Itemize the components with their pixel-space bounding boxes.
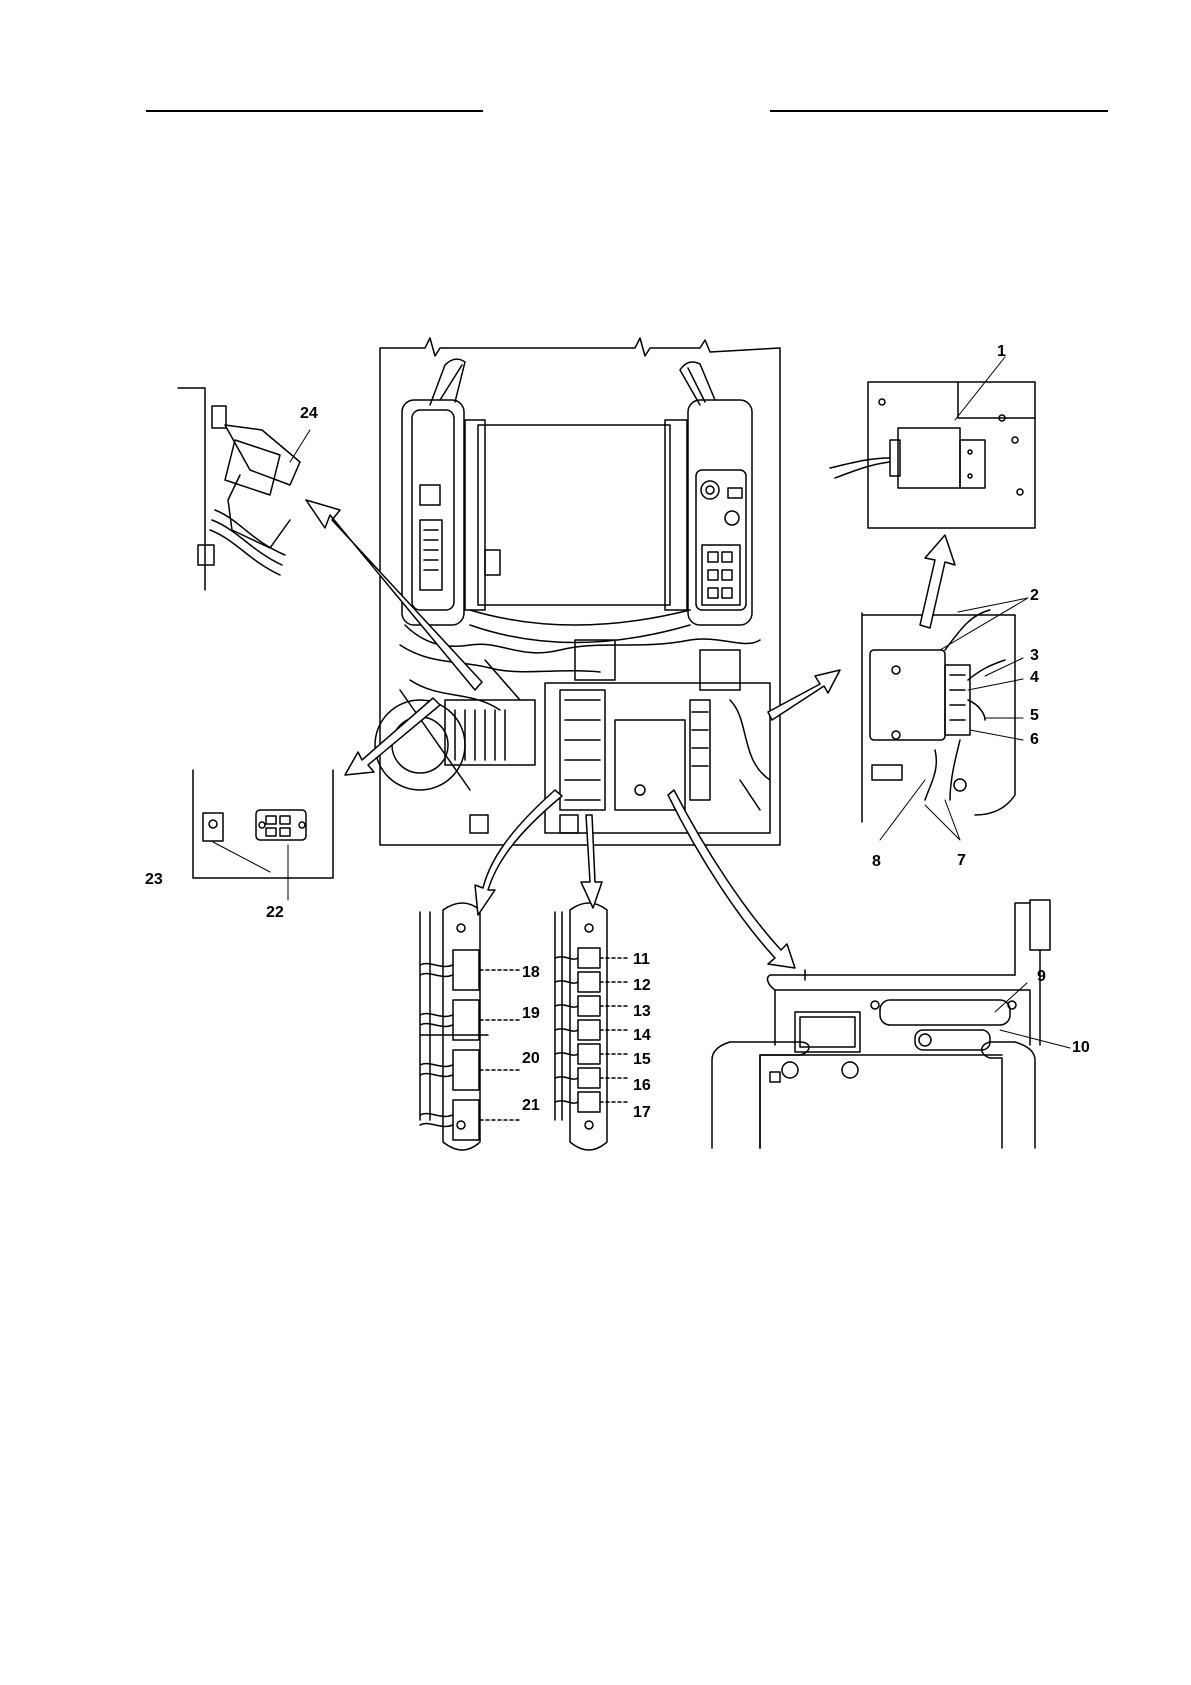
arrow-to-relay bbox=[920, 535, 955, 628]
callout-22: 22 bbox=[266, 904, 284, 921]
callout-20: 20 bbox=[522, 1050, 540, 1067]
callout-4: 4 bbox=[1030, 669, 1039, 686]
seat-frame bbox=[470, 425, 690, 643]
arrow-to-left-bank bbox=[475, 790, 562, 915]
callout-8: 8 bbox=[872, 853, 881, 870]
connector-bracket-detail bbox=[178, 388, 300, 590]
callout-19: 19 bbox=[522, 1005, 540, 1022]
callout-10: 10 bbox=[1072, 1039, 1090, 1056]
callout-16: 16 bbox=[633, 1077, 651, 1094]
controller-box-detail bbox=[862, 610, 1015, 822]
callout-6: 6 bbox=[1030, 731, 1039, 748]
callout-2: 2 bbox=[1030, 587, 1039, 604]
leader-lines bbox=[213, 357, 1070, 1048]
callout-3: 3 bbox=[1030, 647, 1039, 664]
callout-11: 11 bbox=[633, 951, 650, 968]
left-connector-bank-detail bbox=[420, 903, 520, 1150]
callout-18: 18 bbox=[522, 964, 540, 981]
callout-12: 12 bbox=[633, 977, 651, 994]
callout-13: 13 bbox=[633, 1003, 651, 1020]
arrow-to-bracket bbox=[306, 500, 482, 690]
callout-5: 5 bbox=[1030, 707, 1039, 724]
callout-labels: 1 2 3 4 5 6 7 8 9 10 11 12 13 14 15 16 1… bbox=[145, 343, 1090, 1121]
callout-1: 1 bbox=[997, 343, 1006, 360]
relay-mount-detail bbox=[830, 382, 1035, 528]
arrow-to-module bbox=[668, 790, 795, 968]
arrow-to-right-bank bbox=[581, 815, 602, 908]
callout-21: 21 bbox=[522, 1097, 540, 1114]
lower-harness-area bbox=[375, 625, 770, 833]
callout-17: 17 bbox=[633, 1104, 651, 1121]
callout-9: 9 bbox=[1037, 968, 1046, 985]
callout-arrows bbox=[306, 500, 955, 968]
main-console-view bbox=[375, 338, 780, 845]
callout-7: 7 bbox=[957, 852, 966, 869]
right-connector-bank-detail bbox=[555, 903, 628, 1150]
arrow-to-controller bbox=[768, 670, 840, 720]
callout-24: 24 bbox=[300, 405, 318, 422]
callout-14: 14 bbox=[633, 1027, 651, 1044]
callout-23: 23 bbox=[145, 871, 163, 888]
fuse-connector-detail bbox=[193, 770, 333, 878]
left-control-stand bbox=[402, 359, 500, 625]
right-control-stand bbox=[665, 362, 752, 625]
callout-15: 15 bbox=[633, 1051, 651, 1068]
